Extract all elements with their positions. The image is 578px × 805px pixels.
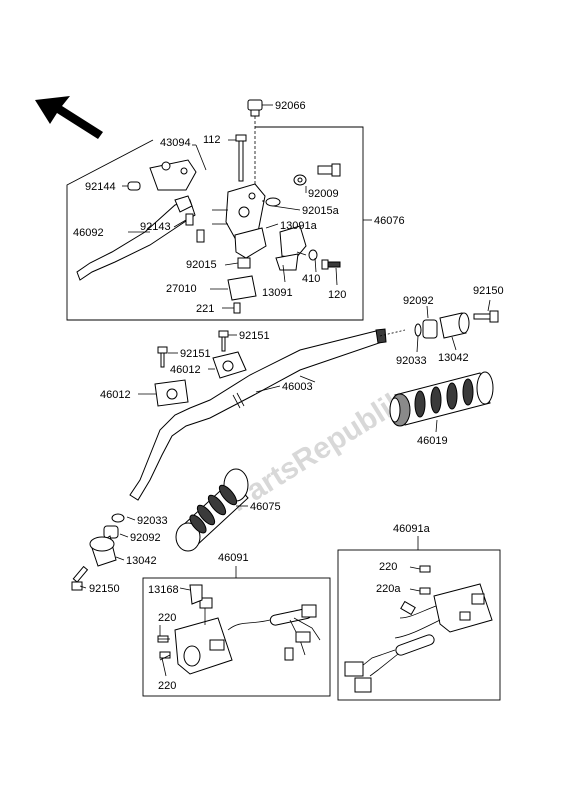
label-92009: 92009 — [308, 188, 339, 200]
left-switch-housing-46091 — [174, 597, 321, 675]
label-13168: 13168 — [148, 584, 179, 596]
o-ring-92015a — [265, 197, 301, 211]
label-220-right: 220 — [379, 561, 397, 573]
label-46003: 46003 — [282, 381, 313, 393]
label-92033-right: 92033 — [396, 355, 427, 367]
clip-13168 — [189, 584, 203, 605]
screw-220a-right — [419, 587, 431, 595]
switch-housing-frame-46091 — [142, 577, 331, 697]
label-92015: 92015 — [186, 259, 217, 271]
label-46091: 46091 — [218, 552, 249, 564]
label-92033-left: 92033 — [137, 515, 168, 527]
label-410: 410 — [302, 273, 320, 285]
label-92015a: 92015a — [302, 205, 340, 217]
handlebar-holder-lower-46012 — [154, 379, 189, 407]
washer-410 — [308, 249, 318, 261]
washer-92033-right — [414, 323, 422, 337]
bar-end-weight-13042-right — [439, 312, 470, 339]
label-13042-right: 13042 — [438, 352, 469, 364]
label-27010: 27010 — [166, 283, 197, 295]
washer-92009 — [293, 174, 307, 193]
label-92092-left: 92092 — [130, 532, 161, 544]
part-number-labels: 92066 112 43094 92144 92009 92015a 46076… — [73, 100, 504, 692]
right-switch-housing-46091a — [344, 583, 493, 693]
collar-92092-right — [422, 319, 438, 339]
label-220-left-lower: 220 — [158, 680, 176, 692]
lever-assembly-frame — [66, 126, 364, 321]
bolt-92151-right — [218, 330, 229, 352]
label-13091: 13091 — [262, 287, 293, 299]
label-46076: 46076 — [374, 215, 405, 227]
label-13042-left: 13042 — [126, 555, 157, 567]
label-220a: 220a — [376, 583, 401, 595]
bar-end-weight-13042-left — [89, 535, 117, 567]
bolt-92150-left — [71, 565, 89, 591]
label-46091a: 46091a — [393, 523, 431, 535]
label-92144: 92144 — [85, 181, 116, 193]
screw-221 — [222, 302, 241, 314]
bolt-112 — [228, 134, 247, 182]
label-43094: 43094 — [160, 137, 191, 149]
left-grip-46075 — [175, 468, 249, 552]
handlebar-holder-upper-46012 — [212, 351, 247, 379]
label-92151-left: 92151 — [180, 348, 211, 360]
switch-housing-frame-46091a — [337, 549, 501, 701]
bolt-92151-left — [157, 346, 168, 368]
label-46075: 46075 — [250, 501, 281, 513]
spring-92144 — [122, 181, 141, 191]
clamp-13091 — [275, 225, 307, 271]
watermark-text: PartsRepublik — [224, 383, 413, 518]
handlebar-46003 — [129, 328, 406, 501]
label-112: 112 — [203, 134, 221, 146]
label-46019: 46019 — [417, 435, 448, 447]
label-92151-right: 92151 — [239, 330, 270, 342]
washer-92033-left — [111, 513, 125, 523]
label-46012-upper: 46012 — [170, 364, 201, 376]
label-220-left-upper: 220 — [158, 612, 176, 624]
bolt-upper-right — [317, 163, 341, 177]
label-92150-left: 92150 — [89, 583, 120, 595]
bolt-92150-right — [473, 310, 499, 323]
clutch-lever-46092 — [76, 195, 196, 281]
label-92150-right: 92150 — [473, 285, 504, 297]
nut-92015 — [224, 257, 251, 269]
label-92066: 92066 — [275, 100, 306, 112]
label-46012-lower: 46012 — [100, 389, 131, 401]
label-120: 120 — [328, 289, 346, 301]
label-92143: 92143 — [140, 221, 171, 233]
front-direction-arrow-icon — [35, 96, 103, 139]
switch-27010 — [210, 275, 257, 301]
label-13091a: 13091a — [280, 220, 318, 232]
throttle-grip-46019 — [389, 371, 494, 427]
label-221: 221 — [196, 303, 214, 315]
label-46092: 46092 — [73, 227, 104, 239]
label-92092-right: 92092 — [403, 295, 434, 307]
pin-92143 — [173, 213, 205, 243]
screw-220-right — [419, 565, 431, 573]
clamp-13091a — [234, 223, 279, 259]
collar-92092-left — [103, 525, 119, 539]
bolt-120 — [321, 259, 341, 270]
lever-bracket-43094 — [149, 144, 207, 191]
leader-lines — [79, 200, 491, 677]
